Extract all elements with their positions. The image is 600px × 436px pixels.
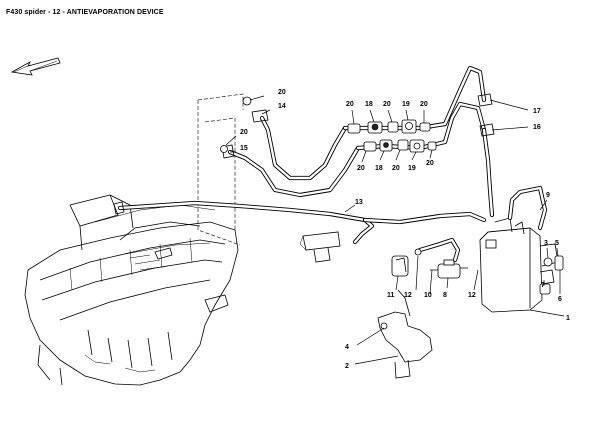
pipe-13 [113, 200, 487, 245]
callout-20: 20 [383, 101, 391, 108]
callout-9: 9 [546, 192, 550, 199]
callout-12: 12 [404, 292, 412, 299]
charcoal-canister-1 [479, 185, 559, 313]
callout-20: 20 [357, 165, 365, 172]
pipe-10 [414, 237, 461, 263]
callout-4: 4 [345, 344, 349, 351]
callout-19: 19 [408, 165, 416, 172]
callout-20: 20 [240, 129, 248, 136]
valves-fittings-cluster [220, 96, 437, 153]
callout-12: 12 [468, 292, 476, 299]
callout-6: 6 [558, 296, 562, 303]
callout-7: 7 [541, 282, 545, 289]
callout-10: 10 [424, 292, 432, 299]
callout-20: 20 [392, 165, 400, 172]
bracket-assembly-2 [377, 289, 433, 379]
callout-2: 2 [345, 363, 349, 370]
bulkhead-panel-outline [197, 93, 244, 246]
callout-16: 16 [533, 124, 541, 131]
page-title: F430 spider - 12 - ANTIEVAPORATION DEVIC… [6, 9, 164, 16]
leader-lines [225, 95, 565, 365]
callout-20: 20 [278, 89, 286, 96]
callout-18: 18 [375, 165, 383, 172]
callout-5: 5 [555, 240, 559, 247]
clamp-components [539, 255, 564, 295]
forward-direction-arrow-icon [10, 57, 61, 76]
callout-13: 13 [355, 199, 363, 206]
callout-18: 18 [365, 101, 373, 108]
callout-20: 20 [346, 101, 354, 108]
intake-manifold-drawing [24, 194, 239, 386]
callout-3: 3 [544, 240, 548, 247]
callout-17: 17 [533, 108, 541, 115]
callout-15: 15 [240, 145, 248, 152]
callout-14: 14 [278, 103, 286, 110]
valve-11 [391, 255, 409, 277]
callout-20: 20 [420, 101, 428, 108]
callout-1: 1 [566, 315, 570, 322]
solenoid-valve-8 [430, 259, 468, 279]
callout-19: 19 [402, 101, 410, 108]
callout-labels: 20 14 20 15 20 18 20 19 20 20 18 20 19 2… [240, 89, 570, 370]
callout-11: 11 [387, 292, 395, 299]
callout-8: 8 [443, 292, 447, 299]
mounting-bracket-left [299, 231, 341, 263]
callout-20: 20 [426, 160, 434, 167]
hose-assembly-upper [221, 109, 361, 198]
